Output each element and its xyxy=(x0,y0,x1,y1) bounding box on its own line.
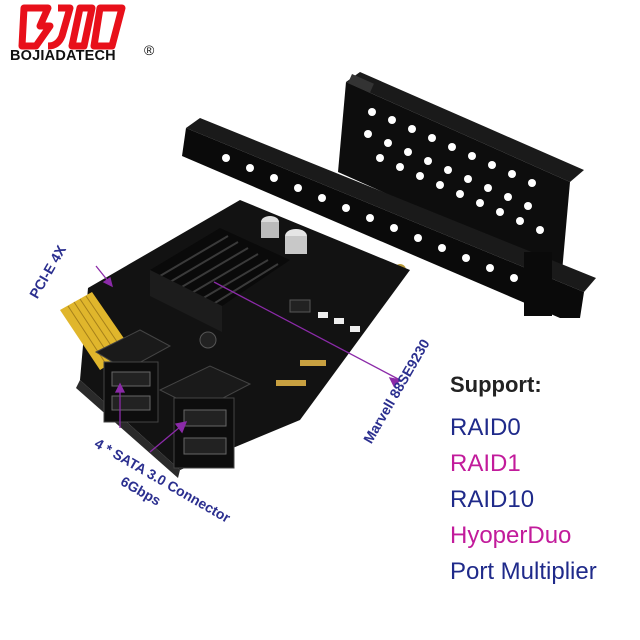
callout-arrows xyxy=(95,265,402,453)
feature-hyoperduo: HyoperDuo xyxy=(450,522,572,549)
feature-raid10: RAID10 xyxy=(450,486,535,513)
support-title: Support: xyxy=(450,372,542,397)
support-list: Support: RAID0 RAID1 RAID10 HyoperDuo Po… xyxy=(450,372,640,594)
brand-name: BOJIADATECH xyxy=(10,48,116,64)
low-profile-bracket xyxy=(338,72,584,272)
registered-mark: ® xyxy=(144,42,155,58)
full-height-bracket xyxy=(182,118,596,318)
feature-raid0: RAID0 xyxy=(450,414,521,441)
sata-connectors xyxy=(94,329,252,469)
capacitors xyxy=(261,216,307,254)
brand-logo-mark xyxy=(18,4,126,50)
feature-raid1: RAID1 xyxy=(450,450,521,477)
brand-logo: BOJIADATECH ® xyxy=(8,2,158,72)
board-components xyxy=(276,299,360,386)
feature-port-multiplier: Port Multiplier xyxy=(450,558,597,585)
heatsink xyxy=(150,228,290,349)
